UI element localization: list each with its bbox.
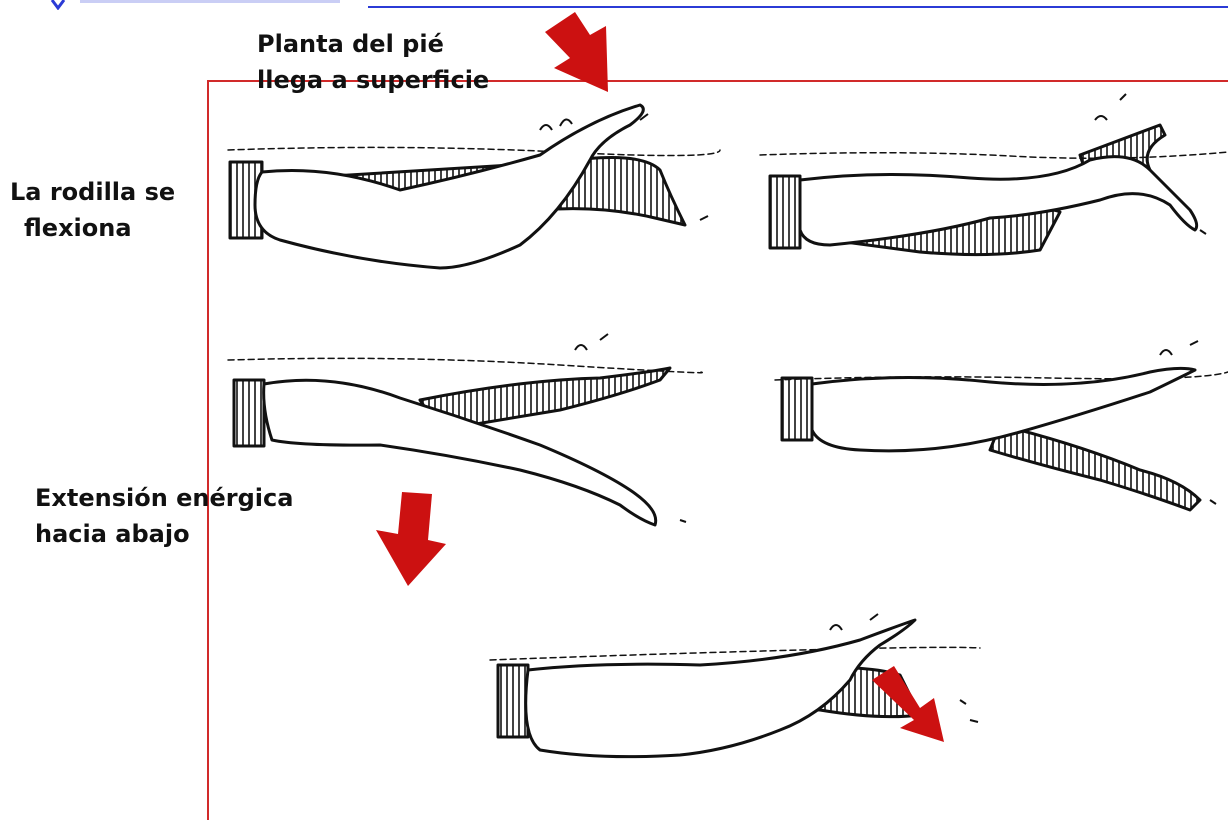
kick-phase-2 [760,125,1228,255]
kick-phase-3 [228,358,702,525]
kick-phase-4 [775,368,1228,510]
kick-diagram [0,0,1228,796]
arrow-icon [545,12,608,92]
kick-phase-1 [228,105,720,268]
arrow-icon [376,492,446,586]
